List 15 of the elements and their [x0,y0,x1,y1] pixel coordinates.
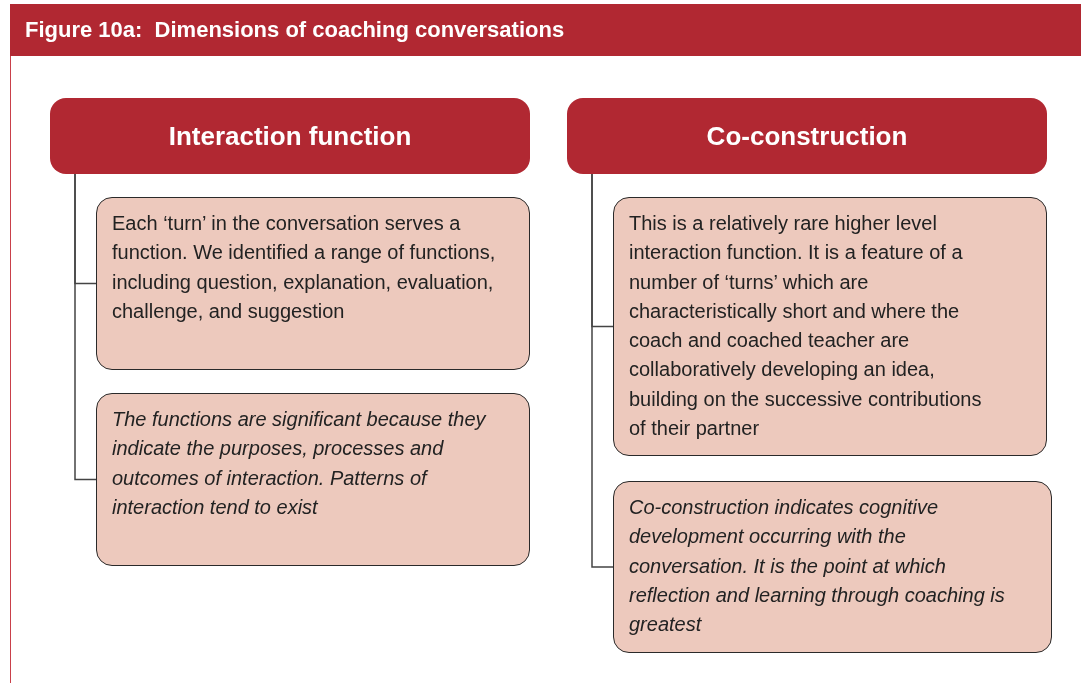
connector-line [74,173,97,481]
note-box [613,481,1052,653]
body-text: This is a relatively rare higher level interaction function. It is a feature of a number of ‘turns’ which are characteristically short and where the coach and coached teacher are collaboratively developing an idea, building on the successive contributions of their partner [629,211,983,442]
text-box [96,197,530,370]
note-box [96,393,530,566]
heading-text: Interaction function [168,120,412,152]
title: Figure 10a: Dimensions of coaching conversations [25,17,565,43]
connector-line [591,173,614,568]
heading-box [50,98,530,174]
heading-text: Co-construction [706,120,908,152]
text-box [613,197,1047,456]
body-text: Co-construction indicates cognitive development occurring with the conversation. It is the point at which reflection and learning through coaching is greatest [629,495,1006,638]
body-text: The functions are significant because they indicate the purposes, processes and outcomes of interaction. Patterns of interaction tend to exist [112,407,488,520]
body-text: Each ‘turn’ in the conversation serves a function. We identified a range of functions, including question, explanation, evaluation, challenge, and suggestion [112,211,497,324]
heading-box [567,98,1047,174]
